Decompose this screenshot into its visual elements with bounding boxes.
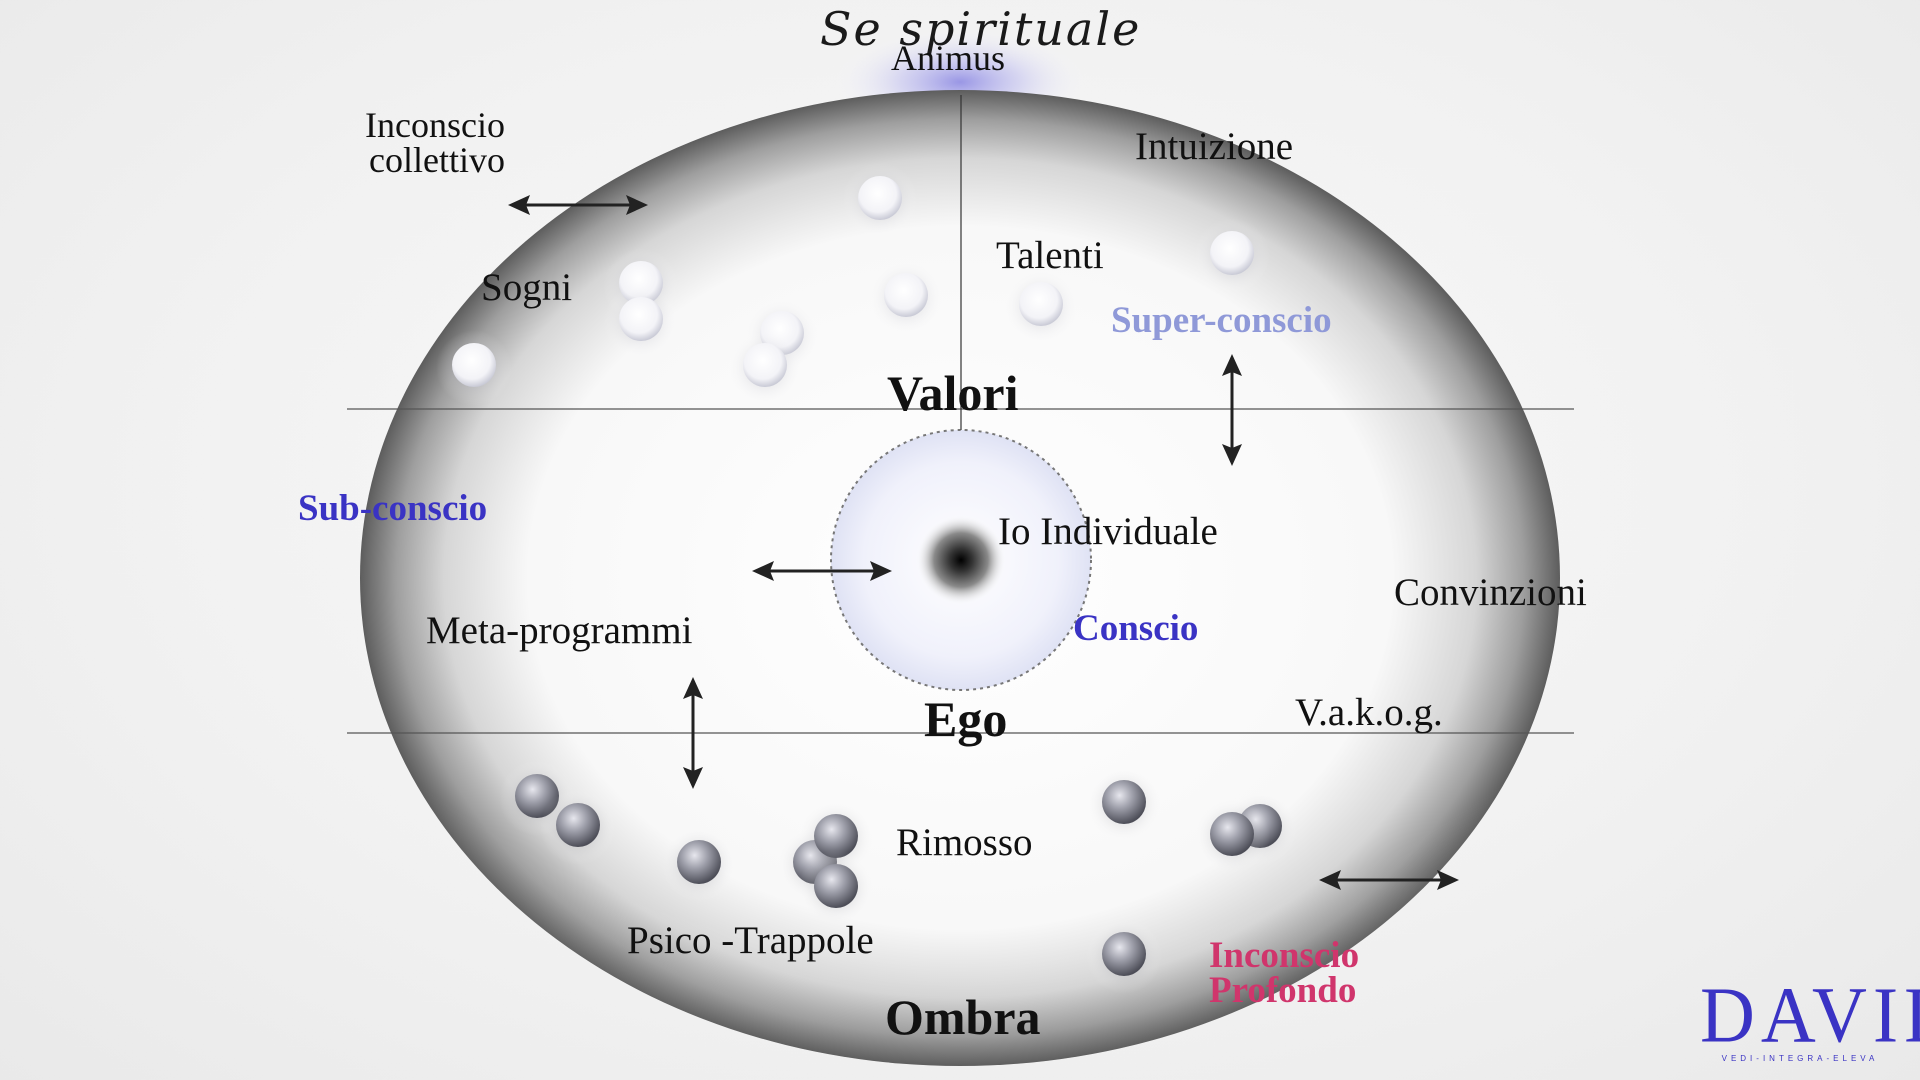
inconscio-collettivo-line2: collettivo — [369, 140, 505, 180]
light-sphere-icon — [1194, 218, 1270, 294]
sogni-label: Sogni — [481, 266, 573, 309]
rimosso-label: Rimosso — [896, 821, 1033, 864]
psico-trappole-label: Psico -Trappole — [627, 919, 874, 962]
conscio-label: Conscio — [1073, 608, 1199, 649]
logo-wordmark: DAVIL — [1700, 970, 1920, 1060]
dark-sphere-icon — [1194, 798, 1270, 874]
sub-conscio-label: Sub-conscio — [298, 488, 488, 529]
meta-programmi-label: Meta-programmi — [426, 609, 693, 652]
io-individuale-label: Io Individuale — [998, 510, 1218, 553]
inconscio-profondo-line1: Inconscio — [1209, 935, 1360, 976]
convinzioni-label: Convinzioni — [1394, 571, 1587, 614]
dark-sphere-icon — [1086, 766, 1162, 842]
light-sphere-icon — [436, 330, 512, 406]
super-conscio-label: Super-conscio — [1111, 300, 1332, 341]
dark-sphere-icon — [540, 789, 616, 865]
logo-tagline: VEDI-INTEGRA-ELEVA — [1721, 1054, 1879, 1063]
talenti-label: Talenti — [996, 234, 1104, 277]
animus-label: Animus — [891, 38, 1006, 78]
dark-sphere-icon — [1086, 918, 1162, 994]
se-spirituale-label: Se spirituale — [820, 2, 1142, 56]
ombra-label: Ombra — [885, 989, 1041, 1045]
io-core — [916, 515, 1006, 605]
dark-spheres — [499, 760, 1298, 994]
light-sphere-icon — [842, 162, 918, 238]
dark-sphere-icon — [661, 826, 737, 902]
dark-sphere-icon — [798, 850, 874, 926]
light-sphere-icon — [603, 284, 679, 360]
inconscio-profondo-line2: Profondo — [1209, 970, 1357, 1011]
intuizione-label: Intuizione — [1135, 125, 1294, 168]
light-spheres — [436, 162, 1270, 406]
light-sphere-icon — [1003, 269, 1079, 345]
light-sphere-icon — [727, 330, 803, 406]
ego-label: Ego — [924, 691, 1008, 747]
vakog-label: V.a.k.o.g. — [1295, 691, 1443, 734]
inconscio-profondo-label: Inconscio Profondo — [1209, 935, 1360, 1011]
inconscio-collettivo-label: Inconscio collettivo — [365, 105, 505, 180]
valori-label: Valori — [887, 365, 1019, 421]
inconscio-collettivo-line1: Inconscio — [365, 105, 505, 145]
light-sphere-icon — [868, 260, 944, 336]
davil-logo: DAVIL VEDI-INTEGRA-ELEVA — [1700, 970, 1920, 1065]
